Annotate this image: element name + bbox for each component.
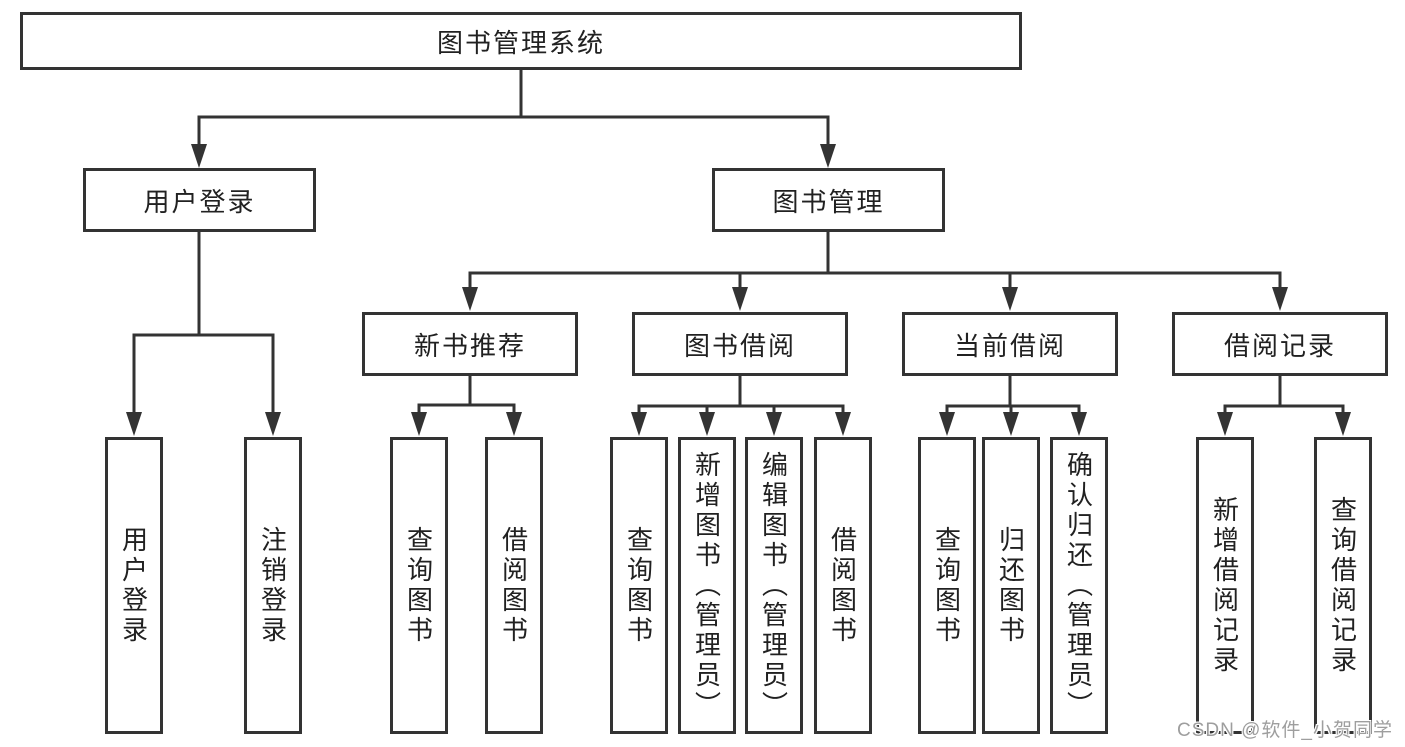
leaf-query-books-recommend: 查询图书 [390, 437, 448, 734]
leaf-add-borrow-record: 新增借阅记录 [1196, 437, 1254, 734]
leaf-add-book-admin: 新增图书（管理员） [678, 437, 736, 734]
leaf-edit-book-admin: 编辑图书（管理员） [745, 437, 803, 734]
leaf-query-borrow-record: 查询借阅记录 [1314, 437, 1372, 734]
csdn-watermark: CSDN @软件_小贺同学 [1177, 720, 1393, 741]
node-current-borrowing: 当前借阅 [902, 312, 1118, 376]
node-book-management: 图书管理 [712, 168, 945, 232]
node-book-borrowing: 图书借阅 [632, 312, 848, 376]
leaf-return-book: 归还图书 [982, 437, 1040, 734]
leaf-user-login: 用户登录 [105, 437, 163, 734]
node-borrowing-records: 借阅记录 [1172, 312, 1388, 376]
leaf-confirm-return-admin: 确认归还（管理员） [1050, 437, 1108, 734]
leaf-borrow-books-recommend: 借阅图书 [485, 437, 543, 734]
leaf-query-books-current: 查询图书 [918, 437, 976, 734]
leaf-query-books-borrow: 查询图书 [610, 437, 668, 734]
node-new-book-recommend: 新书推荐 [362, 312, 578, 376]
node-root-library-system: 图书管理系统 [20, 12, 1022, 70]
leaf-borrow-books: 借阅图书 [814, 437, 872, 734]
leaf-logout: 注销登录 [244, 437, 302, 734]
node-user-login: 用户登录 [83, 168, 316, 232]
